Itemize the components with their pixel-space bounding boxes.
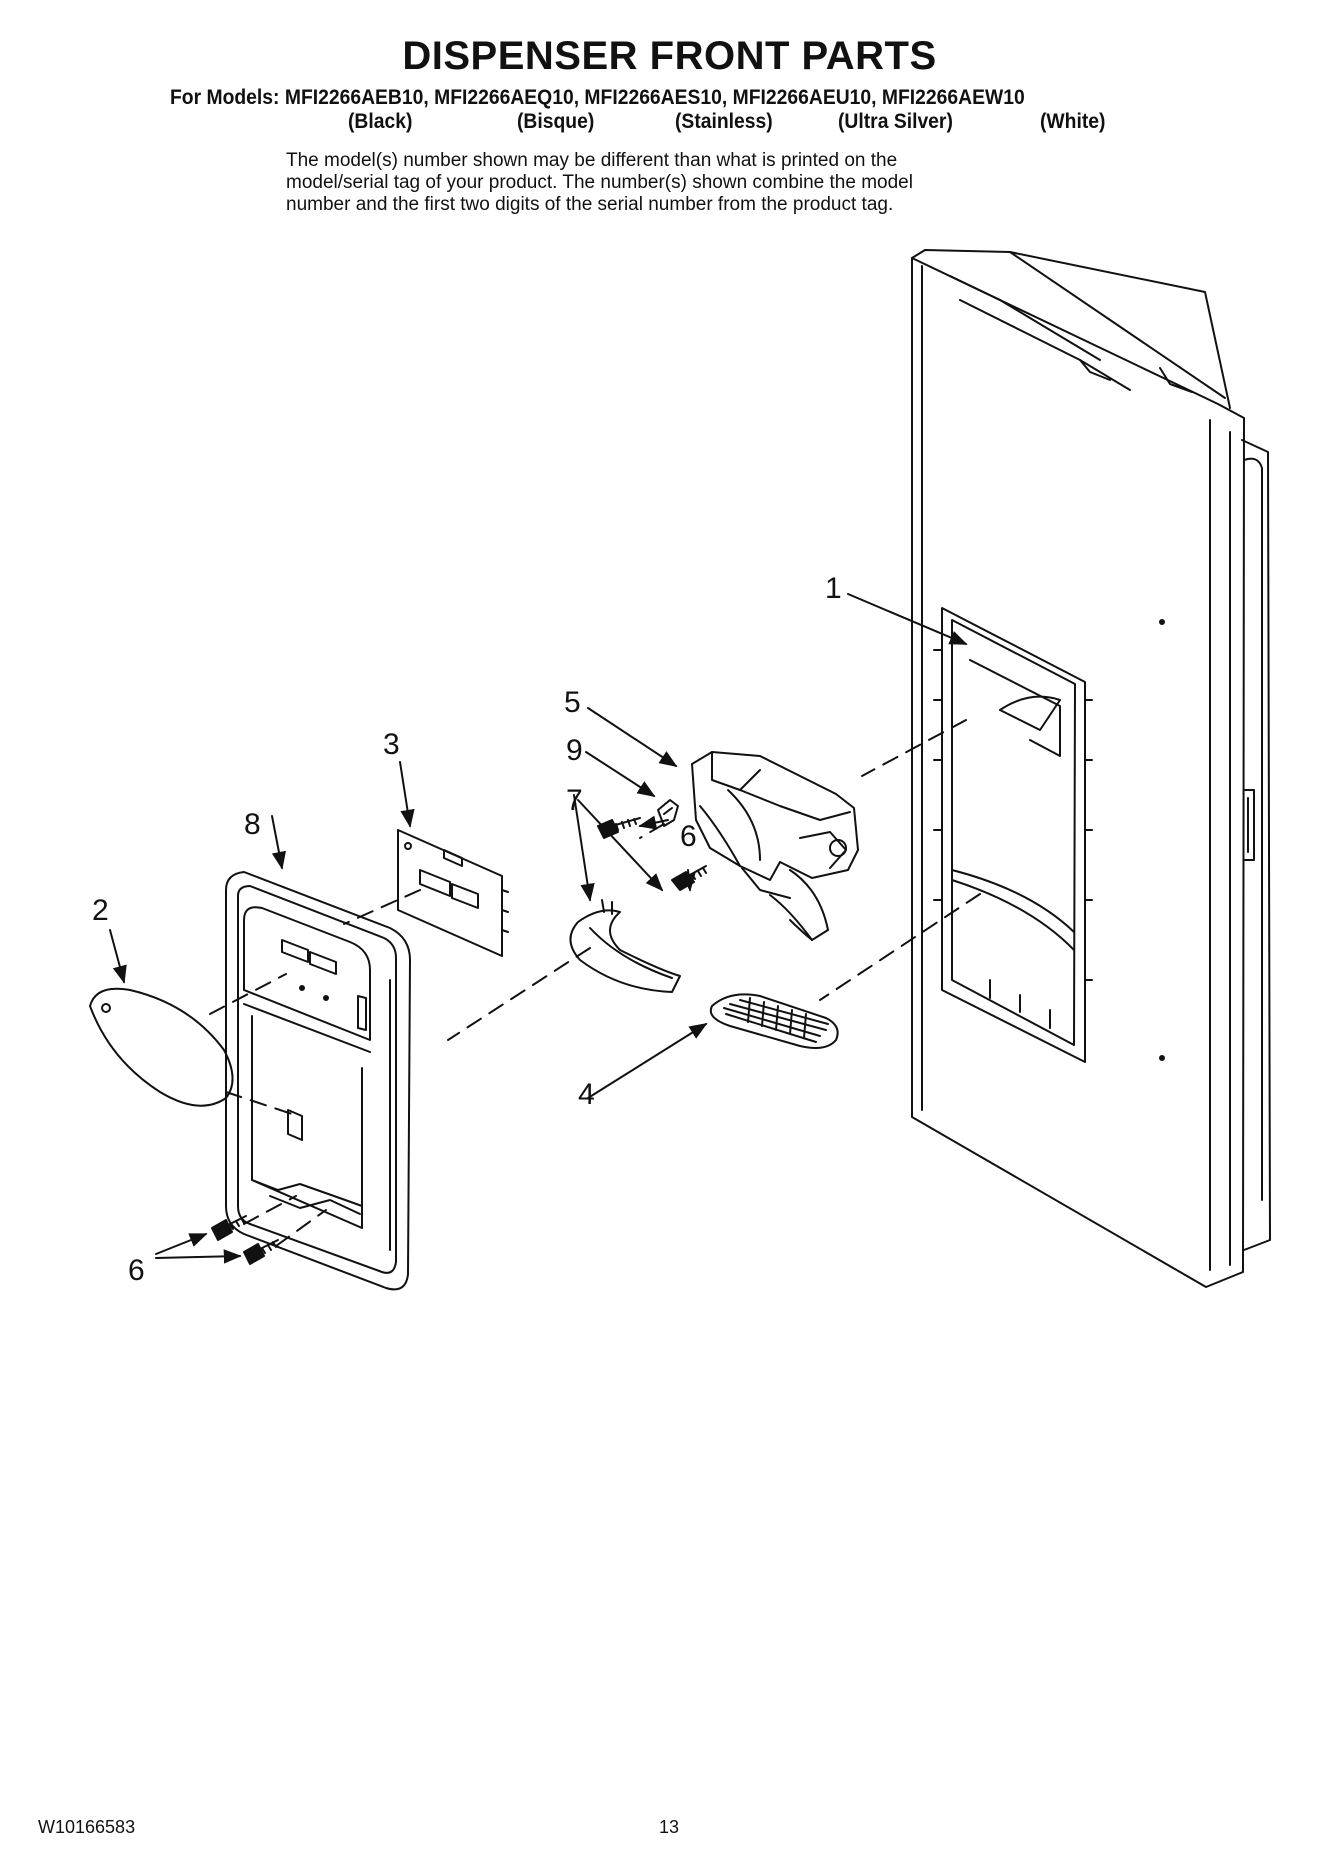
leader-arrows: [109, 593, 968, 1264]
note-line-2: model/serial tag of your product. The nu…: [286, 172, 913, 193]
refrigerator-door: [911, 249, 1271, 1288]
screw-upper: [597, 817, 641, 839]
document-number: W10166583: [38, 1817, 136, 1837]
page-number: 13: [659, 1817, 680, 1837]
callout-1: 1: [825, 572, 842, 605]
assembly-guide-lines: [209, 719, 981, 1247]
callout-9: 9: [566, 734, 583, 767]
model-number-note: The model(s) number shown may be differe…: [286, 150, 1106, 216]
light-lens: [89, 987, 234, 1107]
color-ultra-silver: (Ultra Silver): [838, 110, 953, 133]
ice-chute-assembly: [691, 751, 859, 941]
note-line-3: number and the first two digits of the s…: [286, 194, 894, 215]
color-bisque: (Bisque): [517, 110, 595, 133]
dispenser-recess-frame: [933, 607, 1093, 1063]
callout-2: 2: [92, 894, 109, 927]
callout-6-upper: 6: [680, 820, 697, 853]
page-title: DISPENSER FRONT PARTS: [402, 34, 937, 78]
color-black: (Black): [348, 110, 413, 133]
callout-4: 4: [578, 1078, 595, 1111]
dispenser-facade: [225, 871, 411, 1291]
color-stainless: (Stainless): [675, 110, 773, 133]
callout-3: 3: [383, 728, 400, 761]
control-board: [397, 829, 509, 957]
color-white: (White): [1040, 110, 1106, 133]
callout-7: 7: [566, 784, 583, 817]
models-line: For Models: MFI2266AEB10, MFI2266AEQ10, …: [170, 86, 1025, 109]
callout-6-lower: 6: [128, 1254, 145, 1287]
chute-cover: [569, 899, 681, 993]
lever-clip: [657, 799, 679, 827]
callout-8: 8: [244, 808, 261, 841]
note-line-1: The model(s) number shown may be differe…: [286, 150, 898, 171]
callout-5: 5: [564, 686, 581, 719]
drip-tray-grille: [709, 993, 839, 1049]
screw-lower-right: [243, 1239, 279, 1265]
